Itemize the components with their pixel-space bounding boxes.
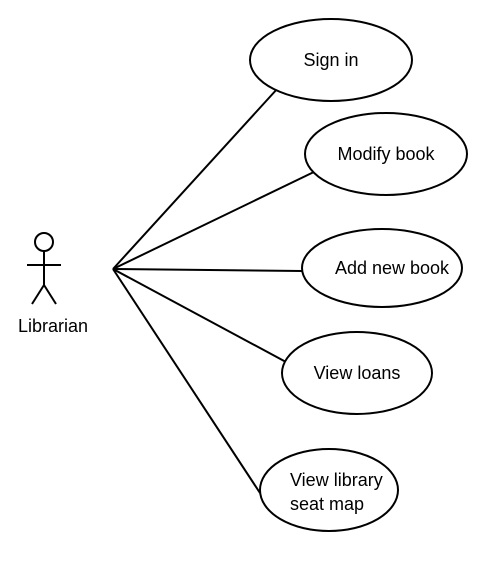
association-modify-book — [112, 169, 319, 270]
association-view-library-seat-map — [112, 268, 261, 494]
use-case-label: Modify book — [337, 144, 435, 164]
use-case-label-line-1: View library — [290, 470, 383, 490]
use-case-add-new-book: Add new book — [301, 228, 463, 308]
use-case-modify-book: Modify book — [304, 112, 468, 196]
association-view-loans — [112, 268, 287, 363]
use-case-view-library-seat-map: View library seat map — [259, 448, 399, 532]
use-case-label: Add new book — [335, 258, 450, 278]
use-case-sign-in: Sign in — [249, 18, 413, 102]
use-case-label-line-2: seat map — [290, 494, 364, 514]
use-case-view-loans: View loans — [281, 331, 433, 415]
use-case-label: View loans — [314, 363, 401, 383]
use-case-label: Sign in — [303, 50, 358, 70]
association-add-new-book — [112, 268, 303, 272]
stick-figure-icon — [27, 232, 61, 305]
actor-label: Librarian — [18, 316, 88, 336]
associations — [112, 87, 319, 494]
actor-librarian — [27, 232, 61, 305]
association-sign-in — [112, 87, 279, 270]
